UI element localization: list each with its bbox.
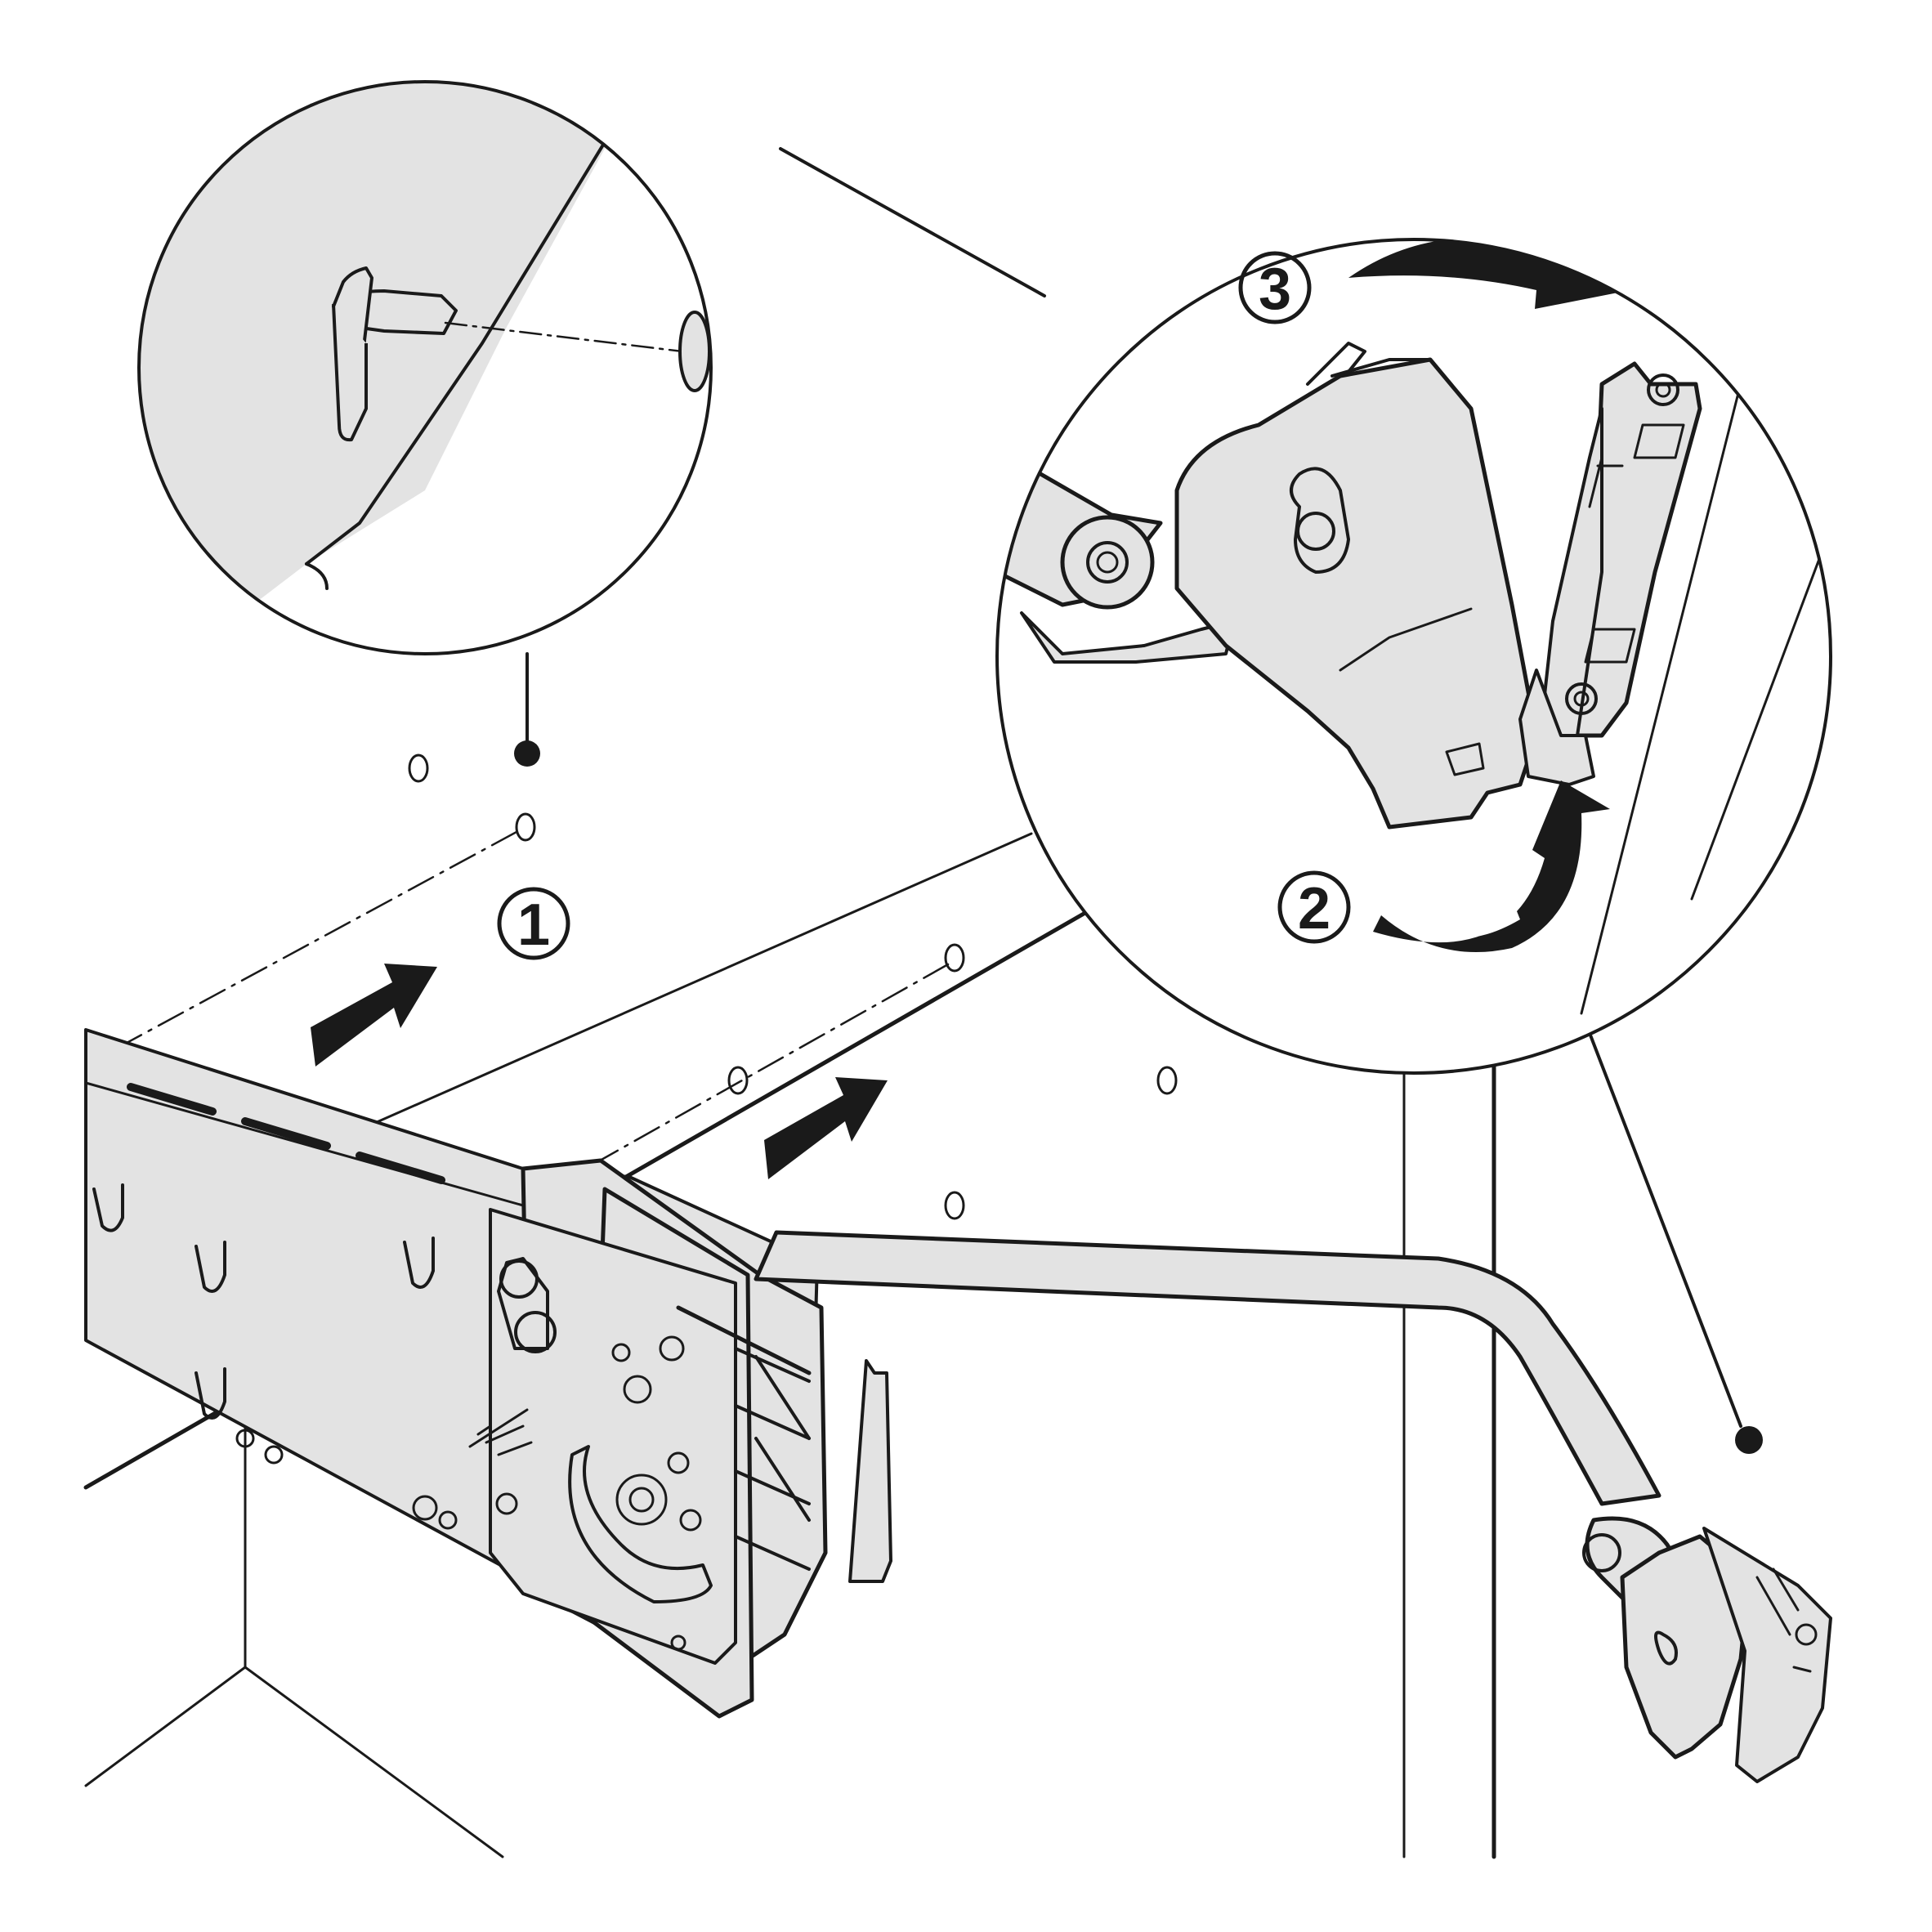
push-arrows <box>311 964 888 1179</box>
step-number-2: 2 <box>1298 876 1330 941</box>
pin-holes <box>408 754 1178 1220</box>
detail-callout-right <box>779 147 1832 1454</box>
mechanism-housing <box>412 1158 828 1719</box>
lift-arm <box>754 1230 1832 1783</box>
pin-hole <box>727 1066 749 1095</box>
step-badge-3: 3 <box>1238 251 1312 324</box>
pin-hole <box>408 754 429 783</box>
step-badge-1: 1 <box>497 887 570 960</box>
detail-callout-left <box>137 80 713 767</box>
rotate-arrow-icon <box>1373 780 1610 952</box>
alignment-lines <box>96 830 950 1383</box>
pin-hole <box>944 943 965 973</box>
step-badge-2: 2 <box>1277 870 1351 944</box>
pin-hole <box>1156 1066 1178 1095</box>
pin-hole <box>515 812 536 842</box>
step-number-1: 1 <box>517 892 550 958</box>
step-number-3: 3 <box>1259 257 1291 322</box>
push-arrow-icon <box>311 964 437 1067</box>
pin-hole <box>944 1191 965 1220</box>
push-arrow-icon <box>764 1077 888 1179</box>
